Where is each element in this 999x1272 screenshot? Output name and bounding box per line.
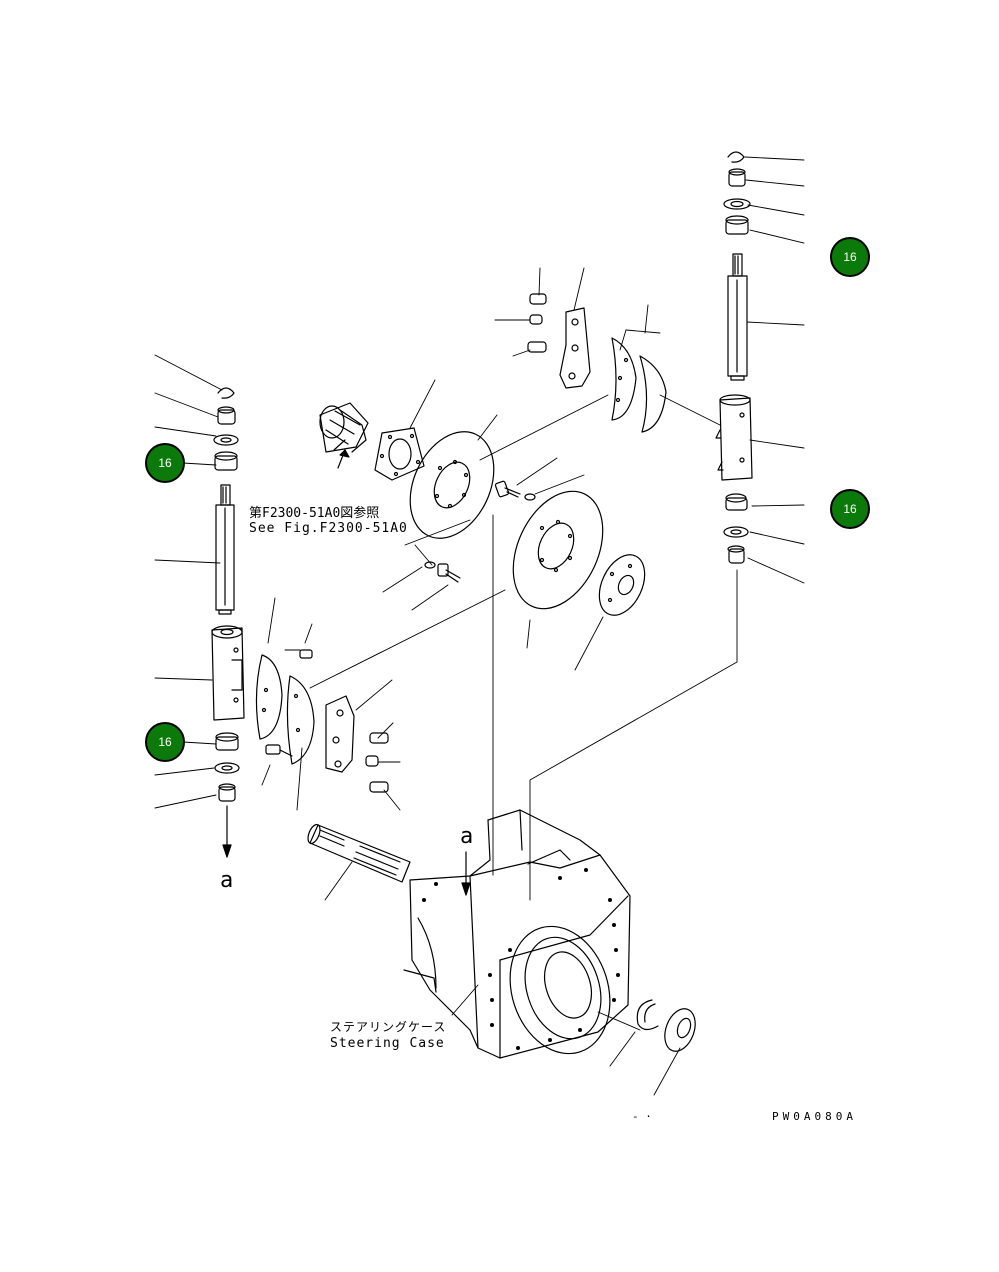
left-king-pin-stack xyxy=(211,387,245,858)
part-callout-16[interactable]: 16 xyxy=(145,722,185,762)
view-marker-a-left: a xyxy=(220,868,234,893)
flange xyxy=(374,427,425,481)
right-king-pin-stack xyxy=(715,151,753,564)
part-callout-16[interactable]: 16 xyxy=(145,443,185,483)
steering-case xyxy=(403,809,631,1059)
snap-ring-and-bearing xyxy=(636,999,696,1052)
middle-bolts xyxy=(424,480,536,583)
brake-hub xyxy=(319,402,369,469)
reference-note-jp: 第F2300-51A0図参照 xyxy=(249,506,380,521)
footer-dash: - · xyxy=(632,1110,652,1123)
part-callout-16[interactable]: 16 xyxy=(830,237,870,277)
reference-note-en: See Fig.F2300-51A0 xyxy=(249,521,408,536)
part-callout-16[interactable]: 16 xyxy=(830,489,870,529)
spline-shaft xyxy=(307,823,411,883)
drawing-code: PW0A080A xyxy=(772,1110,857,1123)
steering-case-label-en: Steering Case xyxy=(330,1036,445,1051)
lower-bracket-parts xyxy=(255,649,389,793)
view-marker-a-center: a xyxy=(460,824,474,849)
brake-discs xyxy=(409,431,646,616)
steering-case-label-jp: ステアリングケース xyxy=(330,1020,447,1034)
leader-lines xyxy=(154,156,805,1096)
upper-bracket-parts xyxy=(527,293,667,433)
